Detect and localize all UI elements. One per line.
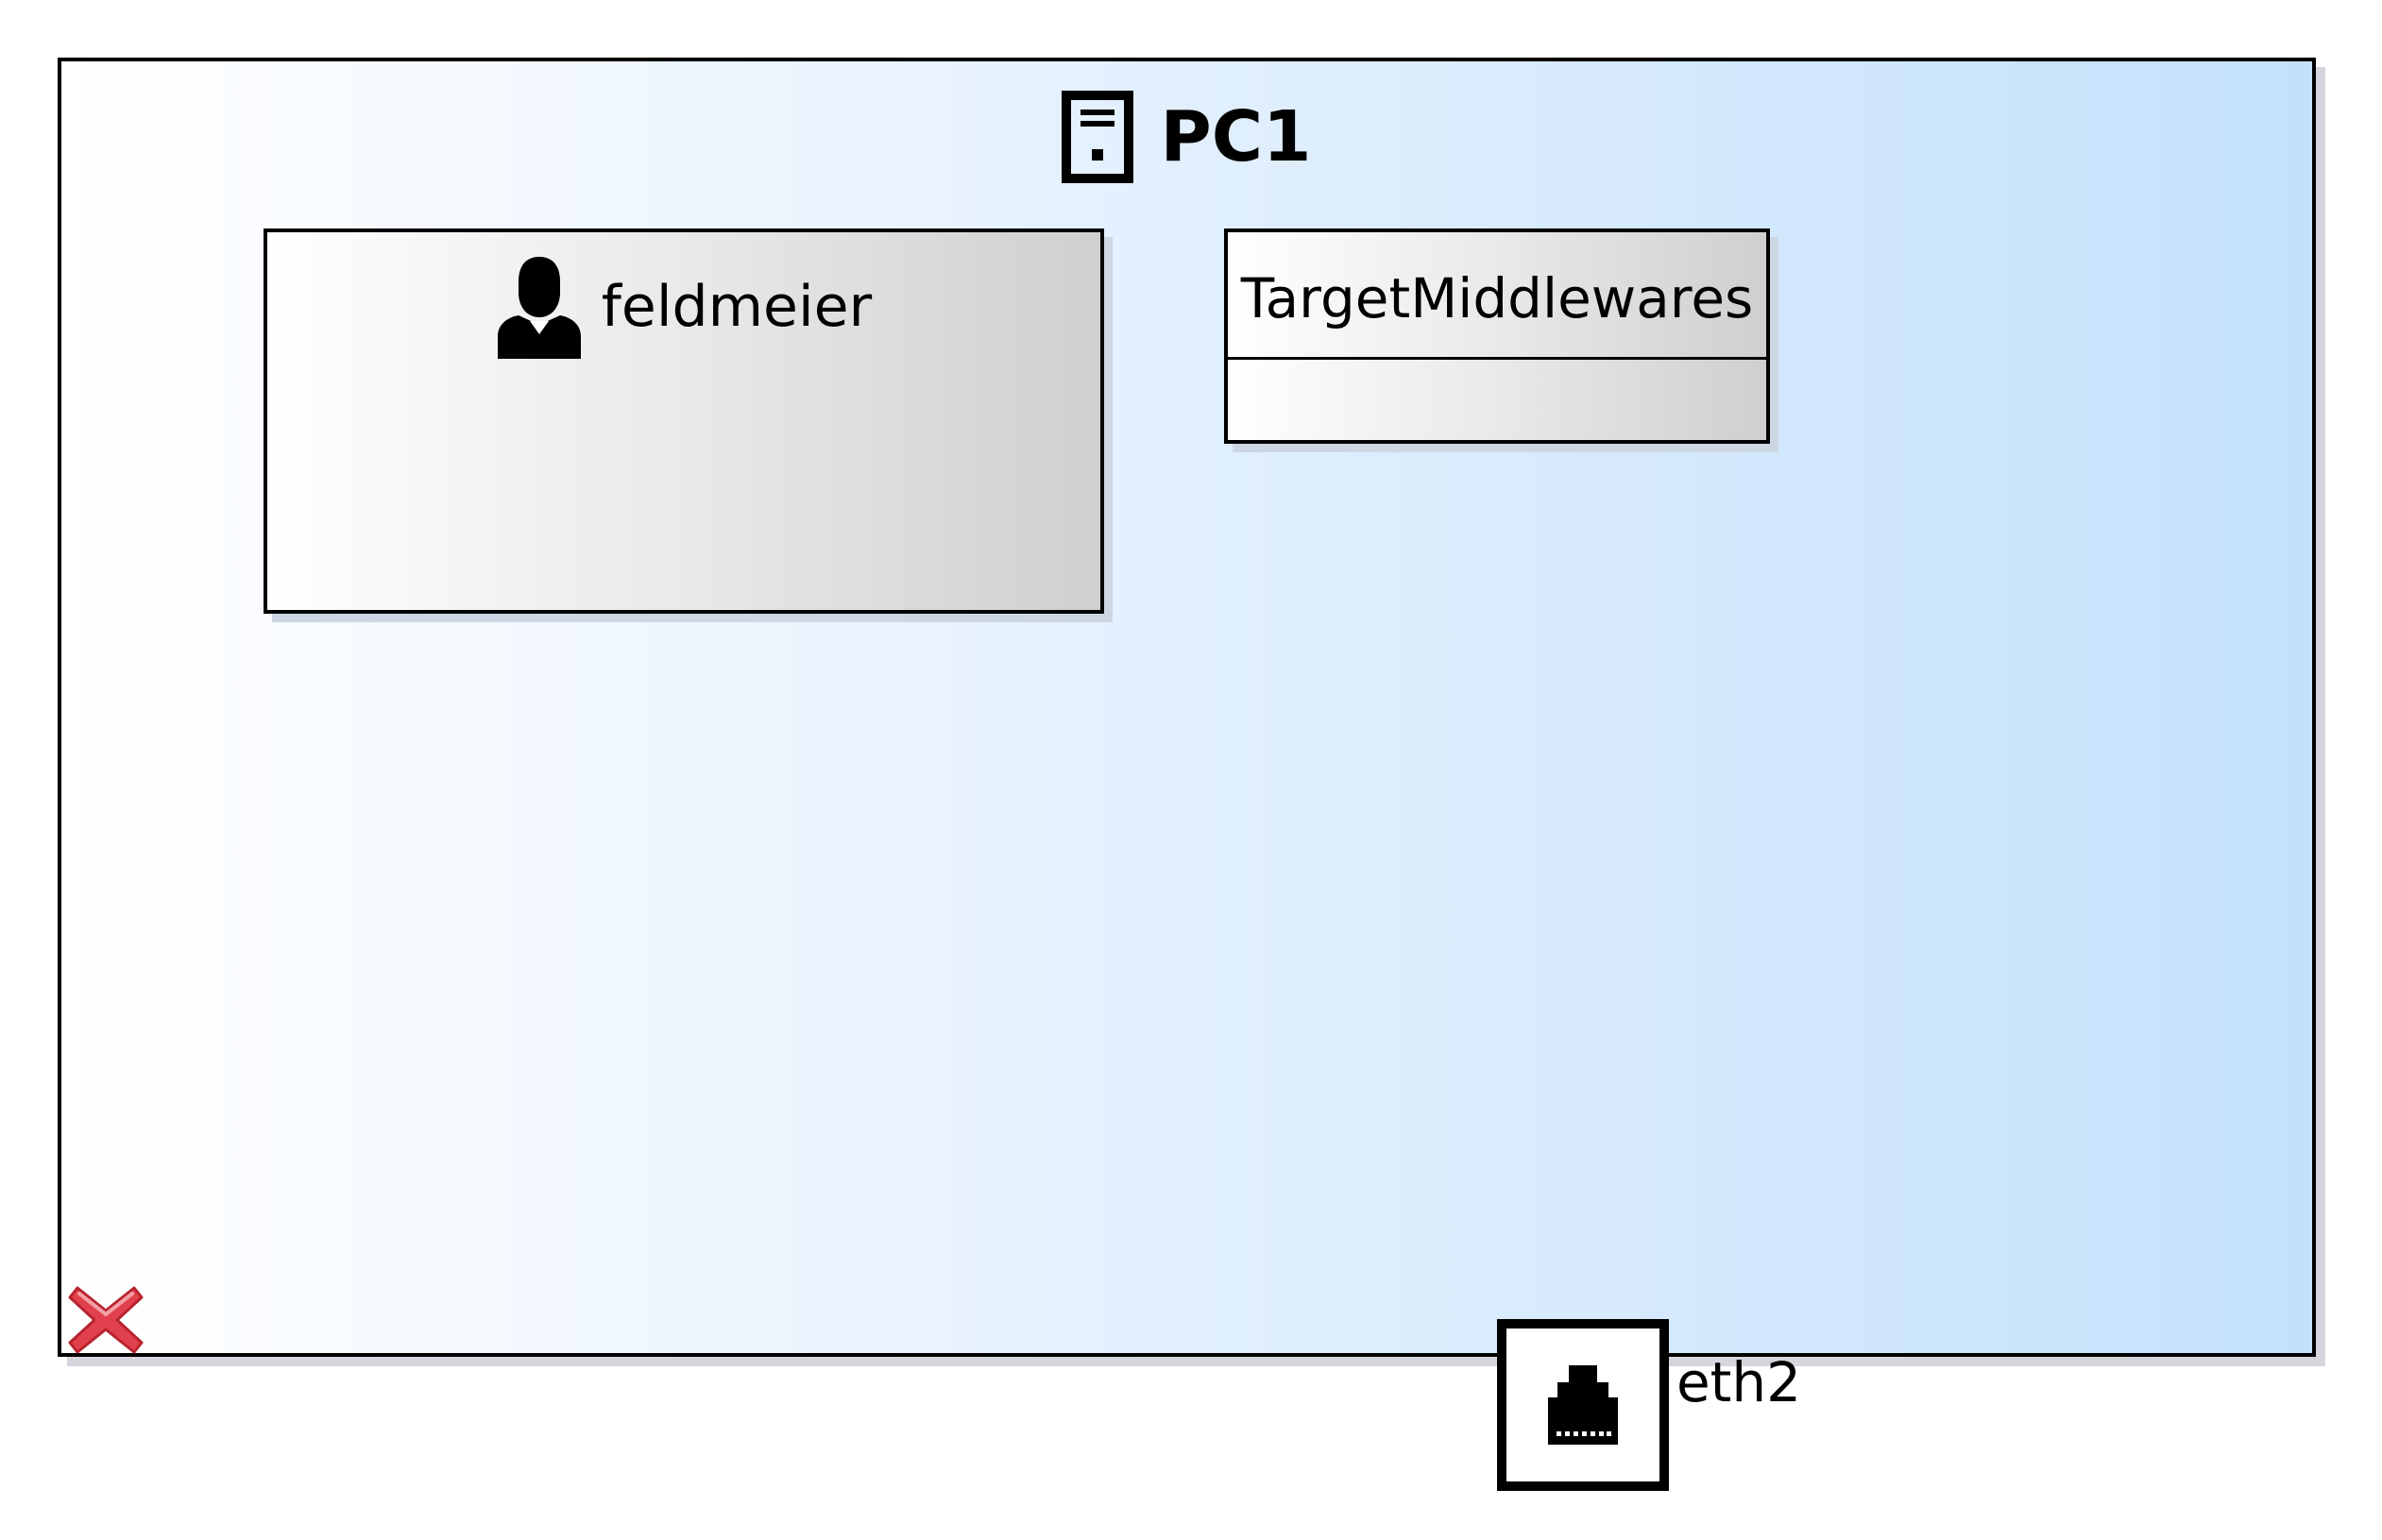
part-target-middlewares[interactable]: TargetMiddlewares: [1224, 228, 1770, 444]
ethernet-port-icon: [1544, 1362, 1622, 1448]
pc-tower-icon: [1062, 91, 1134, 183]
part-header: feldmeier: [267, 255, 1100, 359]
compartment-divider: [1228, 357, 1766, 360]
error-x-icon[interactable]: [68, 1284, 144, 1356]
node-header: PC1: [61, 90, 2312, 184]
node-title: PC1: [1160, 96, 1312, 178]
part-label: feldmeier: [601, 274, 873, 340]
part-header: TargetMiddlewares: [1228, 261, 1766, 336]
part-feldmeier[interactable]: feldmeier: [264, 228, 1104, 614]
port-label: eth2: [1676, 1350, 1802, 1414]
user-icon: [496, 255, 583, 359]
port-eth2[interactable]: [1497, 1319, 1669, 1491]
part-label: TargetMiddlewares: [1240, 266, 1754, 330]
